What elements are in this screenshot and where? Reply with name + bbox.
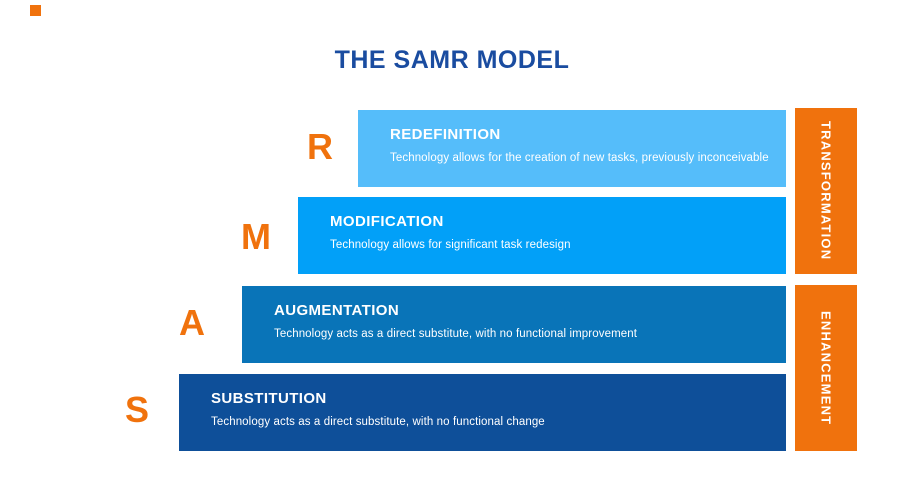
level-name-modification: MODIFICATION [330, 213, 444, 230]
level-bar-modification: MODIFICATION Technology allows for signi… [298, 197, 786, 274]
level-bar-redefinition: REDEFINITION Technology allows for the c… [358, 110, 786, 187]
page-title: THE SAMR MODEL [334, 46, 570, 74]
letter-r: R [307, 126, 333, 167]
level-description-substitution: Technology acts as a direct substitute, … [211, 416, 545, 428]
level-bar-substitution: SUBSTITUTION Technology acts as a direct… [179, 374, 786, 451]
level-description-augmentation: Technology acts as a direct substitute, … [274, 328, 638, 340]
level-bar-augmentation: AUGMENTATION Technology acts as a direct… [242, 286, 786, 363]
letter-a: A [179, 302, 205, 343]
level-description-redefinition: Technology allows for the creation of ne… [390, 152, 769, 164]
letter-s: S [124, 389, 149, 430]
level-description-modification: Technology allows for significant task r… [330, 239, 571, 251]
level-name-augmentation: AUGMENTATION [274, 302, 400, 319]
side-label-enhancement: ENHANCEMENT [795, 285, 857, 451]
level-name-redefinition: REDEFINITION [390, 126, 501, 143]
side-label-enhancement-text: ENHANCEMENT [818, 310, 834, 426]
corner-accent-square [30, 5, 41, 16]
side-label-transformation: TRANSFORMATION [795, 108, 857, 274]
letter-m: M [241, 216, 271, 257]
level-name-substitution: SUBSTITUTION [211, 390, 327, 407]
side-label-transformation-text: TRANSFORMATION [818, 121, 834, 261]
